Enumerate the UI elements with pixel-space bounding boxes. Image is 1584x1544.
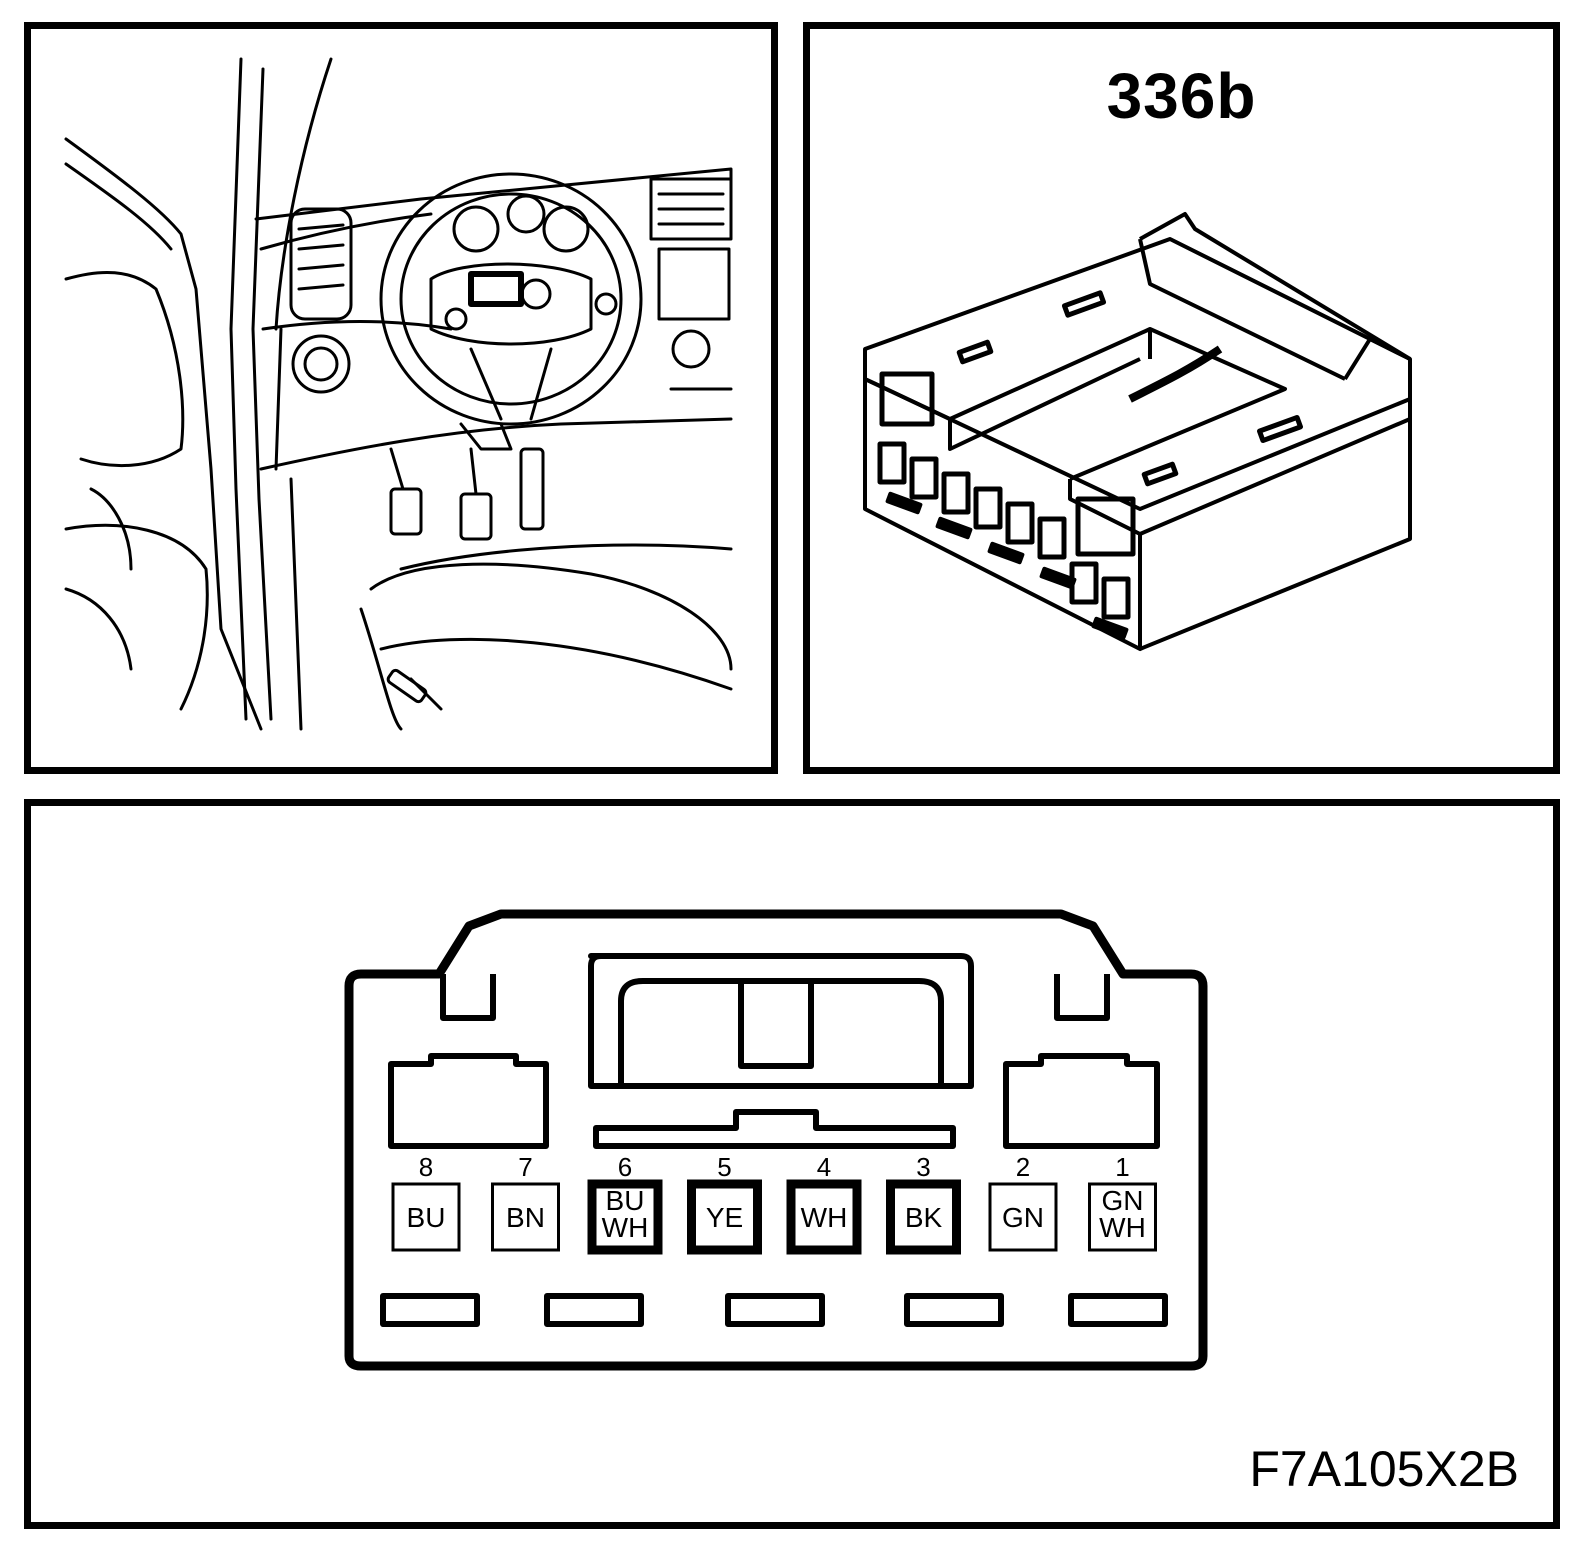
- pin-number: 2: [1016, 1152, 1030, 1182]
- connector-panel: 336b: [803, 22, 1560, 774]
- wire-color-label: WH: [1099, 1212, 1146, 1243]
- wire-color-label: WH: [801, 1202, 848, 1233]
- wire-color-label: BK: [905, 1202, 943, 1233]
- pin-number: 4: [817, 1152, 831, 1182]
- wire-color-label: GN: [1002, 1202, 1044, 1233]
- pin-7: 7BN: [491, 1152, 560, 1252]
- wire-color-label: YE: [706, 1202, 743, 1233]
- pin-cavity: [687, 1179, 762, 1255]
- wire-color-label: BU: [407, 1202, 446, 1233]
- wire-color-label: BN: [506, 1202, 545, 1233]
- pin-number: 6: [618, 1152, 632, 1182]
- pin-number: 8: [419, 1152, 433, 1182]
- pin-cavity: [886, 1179, 961, 1255]
- pin-cavity: [988, 1182, 1058, 1252]
- pin-cavity: [786, 1179, 862, 1255]
- pin-cavity: [391, 1182, 461, 1252]
- connector-housing: [344, 909, 1208, 1371]
- interior-illustration: [64, 57, 733, 731]
- pin-cavity: [587, 1179, 663, 1255]
- pin-cavity: [491, 1182, 560, 1252]
- wire-color-label: BU: [606, 1185, 645, 1216]
- pin-5: 5YE: [687, 1152, 762, 1255]
- pin-4: 4WH: [786, 1152, 862, 1255]
- cavity-large-right: [1003, 1053, 1160, 1149]
- figure-code: F7A105X2B: [1249, 1441, 1519, 1497]
- pin-number: 1: [1115, 1152, 1129, 1182]
- pin-number: 3: [916, 1152, 930, 1182]
- pin-number: 7: [518, 1152, 532, 1182]
- connector-id: 336b: [1106, 60, 1257, 132]
- cavity-large-left: [388, 1053, 549, 1149]
- location-panel: [24, 22, 778, 774]
- wire-color-label: WH: [602, 1212, 649, 1243]
- pin-cavity: [1088, 1182, 1157, 1252]
- central-latch: [588, 953, 974, 1089]
- pin-8: 8BU: [391, 1152, 461, 1252]
- pin-2: 2GN: [988, 1152, 1058, 1252]
- pin-number: 5: [717, 1152, 731, 1182]
- pin-3: 3BK: [886, 1152, 961, 1255]
- connector-3d-illustration: [863, 212, 1412, 651]
- wire-color-label: GN: [1102, 1185, 1144, 1216]
